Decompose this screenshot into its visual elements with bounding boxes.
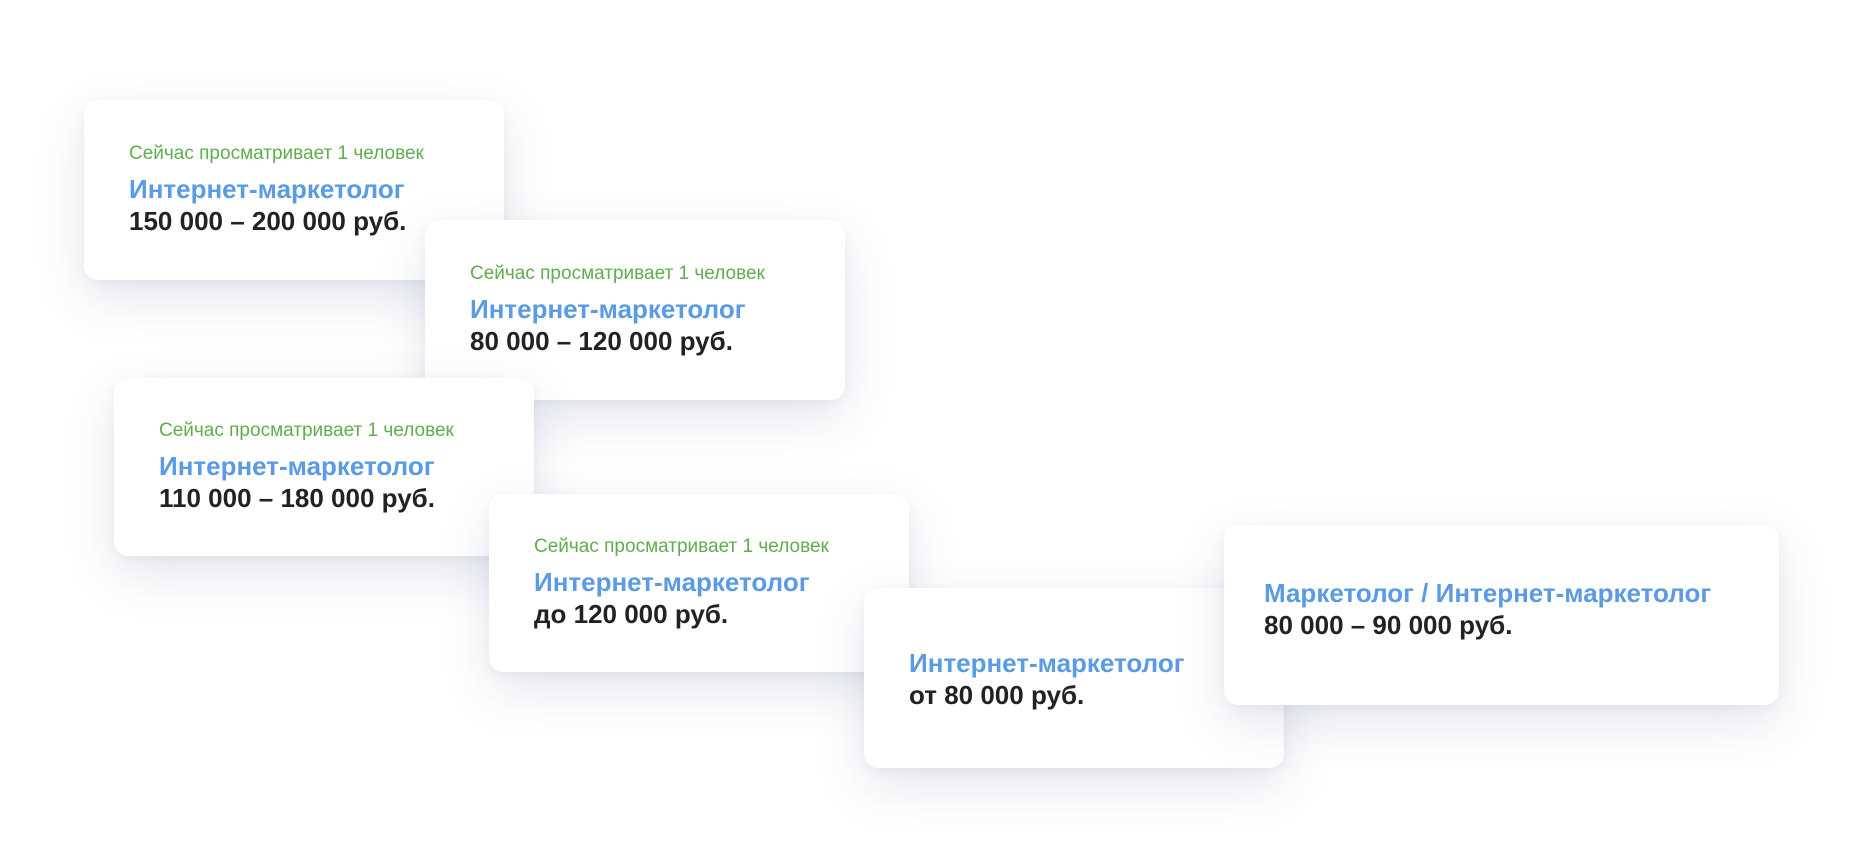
vacancy-card[interactable]: Сейчас просматривает 1 человек Интернет-… — [84, 100, 504, 280]
vacancy-title-link[interactable]: Интернет-маркетолог — [534, 567, 810, 597]
vacancy-card[interactable]: Сейчас просматривает 1 человек Интернет-… — [114, 378, 534, 556]
vacancy-title-link[interactable]: Интернет-маркетолог — [159, 451, 435, 481]
viewers-count: Сейчас просматривает 1 человек — [129, 143, 424, 164]
vacancy-title-link[interactable]: Интернет-маркетолог — [909, 648, 1185, 678]
vacancy-card[interactable]: Интернет-маркетолог от 80 000 руб. — [864, 588, 1284, 768]
vacancy-title-link[interactable]: Маркетолог / Интернет-маркетолог — [1264, 578, 1712, 608]
vacancy-salary: от 80 000 руб. — [909, 680, 1085, 710]
viewers-count: Сейчас просматривает 1 человек — [159, 420, 454, 441]
vacancy-card[interactable]: Сейчас просматривает 1 человек Интернет-… — [425, 220, 845, 400]
vacancy-salary: 80 000 – 120 000 руб. — [470, 326, 733, 356]
vacancy-title-link[interactable]: Интернет-маркетолог — [470, 294, 746, 324]
viewers-count: Сейчас просматривает 1 человек — [534, 536, 829, 557]
vacancy-salary: 80 000 – 90 000 руб. — [1264, 610, 1513, 640]
vacancy-salary: 150 000 – 200 000 руб. — [129, 206, 407, 236]
vacancy-title-link[interactable]: Интернет-маркетолог — [129, 174, 405, 204]
vacancy-card[interactable]: Маркетолог / Интернет-маркетолог 80 000 … — [1224, 525, 1779, 705]
vacancy-card[interactable]: Сейчас просматривает 1 человек Интернет-… — [489, 494, 909, 672]
vacancy-salary: 110 000 – 180 000 руб. — [159, 483, 435, 513]
vacancy-salary: до 120 000 руб. — [534, 599, 729, 629]
viewers-count: Сейчас просматривает 1 человек — [470, 263, 765, 284]
